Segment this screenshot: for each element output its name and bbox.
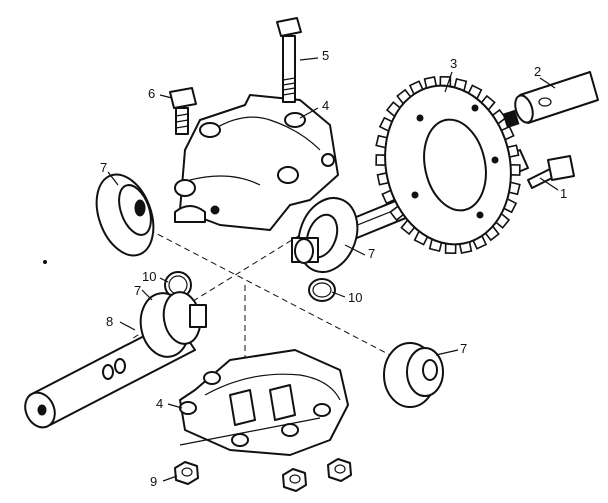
bevel-gear-upper-left xyxy=(95,173,155,257)
upper-housing xyxy=(174,94,339,231)
callout-7-upper-left: 7 xyxy=(100,160,107,175)
bevel-gear-center xyxy=(291,197,359,273)
bolt-6 xyxy=(169,87,197,135)
leader-lines xyxy=(107,57,559,482)
callout-5: 5 xyxy=(322,48,329,63)
callout-10-right: 10 xyxy=(348,290,362,305)
callout-1: 1 xyxy=(560,186,567,201)
bolt-5 xyxy=(276,17,302,103)
callout-labels: 1 2 3 4 5 6 7 7 7 7 8 10 10 4 9 xyxy=(100,48,567,489)
bevel-gear-lower-left xyxy=(139,291,207,358)
bolt-1 xyxy=(527,155,575,189)
sprocket xyxy=(375,75,521,255)
callout-4-upper: 4 xyxy=(322,98,329,113)
callout-6: 6 xyxy=(148,86,155,101)
callout-2: 2 xyxy=(534,64,541,79)
retaining-ring-right xyxy=(308,278,336,302)
callout-9: 9 xyxy=(150,474,157,489)
callout-7-center: 7 xyxy=(368,246,375,261)
callout-7-lower-left: 7 xyxy=(134,283,141,298)
nut-left xyxy=(174,461,199,485)
nut-middle xyxy=(282,468,307,492)
nut-right xyxy=(327,458,352,482)
callout-8: 8 xyxy=(106,314,113,329)
callout-4-lower: 4 xyxy=(156,396,163,411)
callout-7-lower-right: 7 xyxy=(460,341,467,356)
alignment-lines xyxy=(129,224,391,380)
hub-shaft xyxy=(502,71,599,129)
lower-housing xyxy=(179,349,349,456)
callout-3: 3 xyxy=(450,56,457,71)
bevel-gear-lower-right xyxy=(383,342,444,408)
retaining-ring-left xyxy=(164,271,192,299)
callout-10-left: 10 xyxy=(142,269,156,284)
